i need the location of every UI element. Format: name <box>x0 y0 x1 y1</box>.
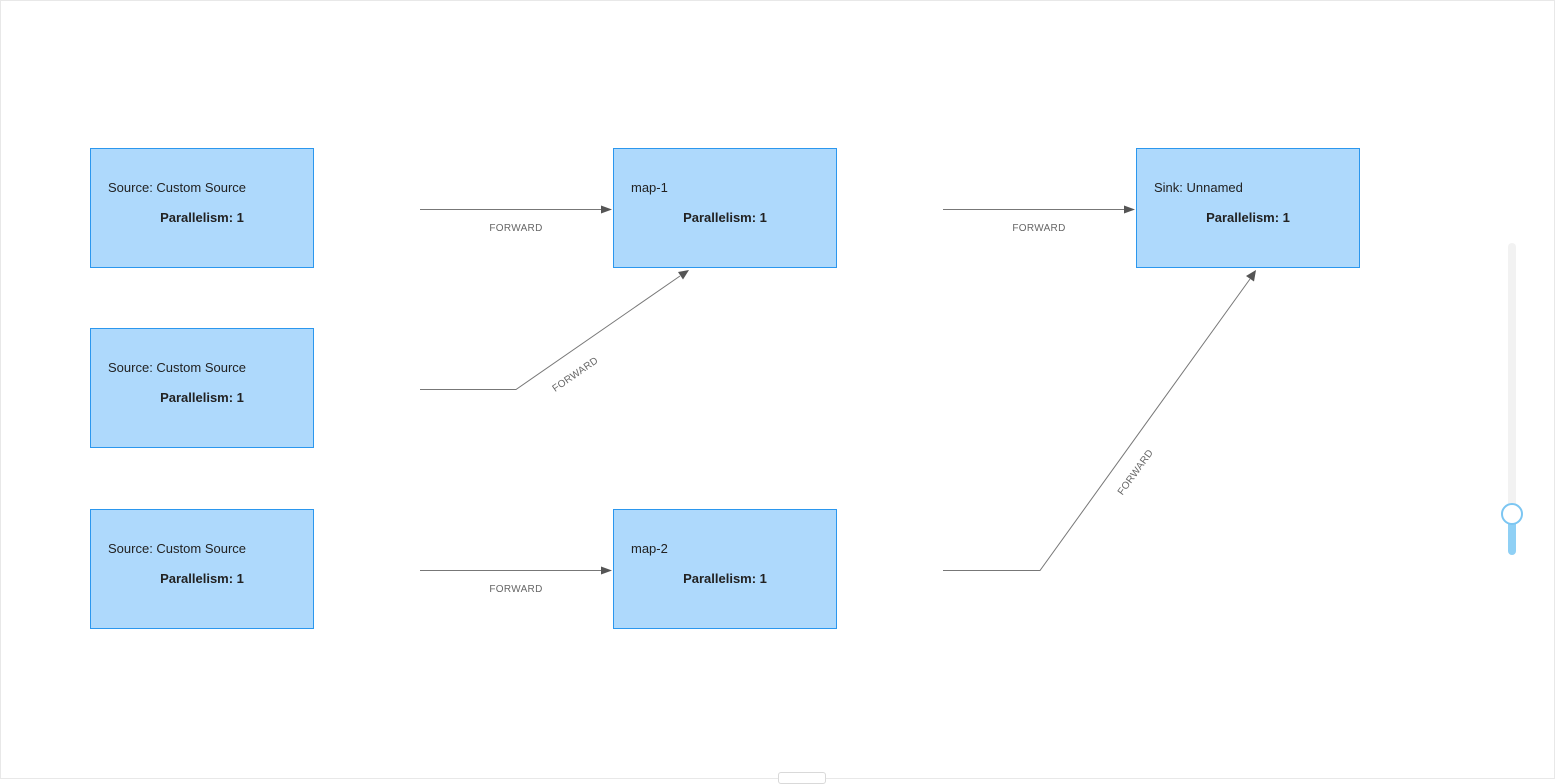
node-source-1[interactable]: Source: Custom Source Parallelism: 1 <box>90 148 314 268</box>
edge-n3-n5: FORWARD <box>420 566 612 595</box>
node-source-3[interactable]: Source: Custom Source Parallelism: 1 <box>90 509 314 629</box>
node-parallelism: Parallelism: 1 <box>160 210 244 225</box>
edge-n5-n6: FORWARD <box>943 270 1256 571</box>
node-title: Sink: Unnamed <box>1154 180 1243 195</box>
node-title: Source: Custom Source <box>108 180 247 195</box>
zoom-slider-handle[interactable] <box>1501 503 1523 526</box>
edge-n1-n4: FORWARD <box>420 205 612 234</box>
node-title: Source: Custom Source <box>108 360 247 375</box>
node-parallelism: Parallelism: 1 <box>683 571 767 586</box>
node-map-2[interactable]: map-2 Parallelism: 1 <box>613 509 837 629</box>
edge-label: FORWARD <box>1012 223 1065 234</box>
node-parallelism: Parallelism: 1 <box>160 390 244 405</box>
node-map-1[interactable]: map-1 Parallelism: 1 <box>613 148 837 268</box>
edge-label: FORWARD <box>489 223 542 234</box>
edge-label: FORWARD <box>551 355 601 394</box>
node-title: map-1 <box>631 180 668 195</box>
node-parallelism: Parallelism: 1 <box>160 571 244 586</box>
node-sink[interactable]: Sink: Unnamed Parallelism: 1 <box>1136 148 1360 268</box>
node-parallelism: Parallelism: 1 <box>683 210 767 225</box>
edge-label: FORWARD <box>1116 448 1156 498</box>
edge-label: FORWARD <box>489 584 542 595</box>
bottom-panel-handle[interactable] <box>778 772 826 784</box>
zoom-slider-fill <box>1508 514 1516 555</box>
edge-n2-n4: FORWARD <box>420 270 689 395</box>
edge-n4-n6: FORWARD <box>943 205 1135 234</box>
node-title: map-2 <box>631 541 668 556</box>
node-title: Source: Custom Source <box>108 541 247 556</box>
node-parallelism: Parallelism: 1 <box>1206 210 1290 225</box>
node-source-2[interactable]: Source: Custom Source Parallelism: 1 <box>90 328 314 448</box>
zoom-slider-track[interactable] <box>1508 243 1516 555</box>
